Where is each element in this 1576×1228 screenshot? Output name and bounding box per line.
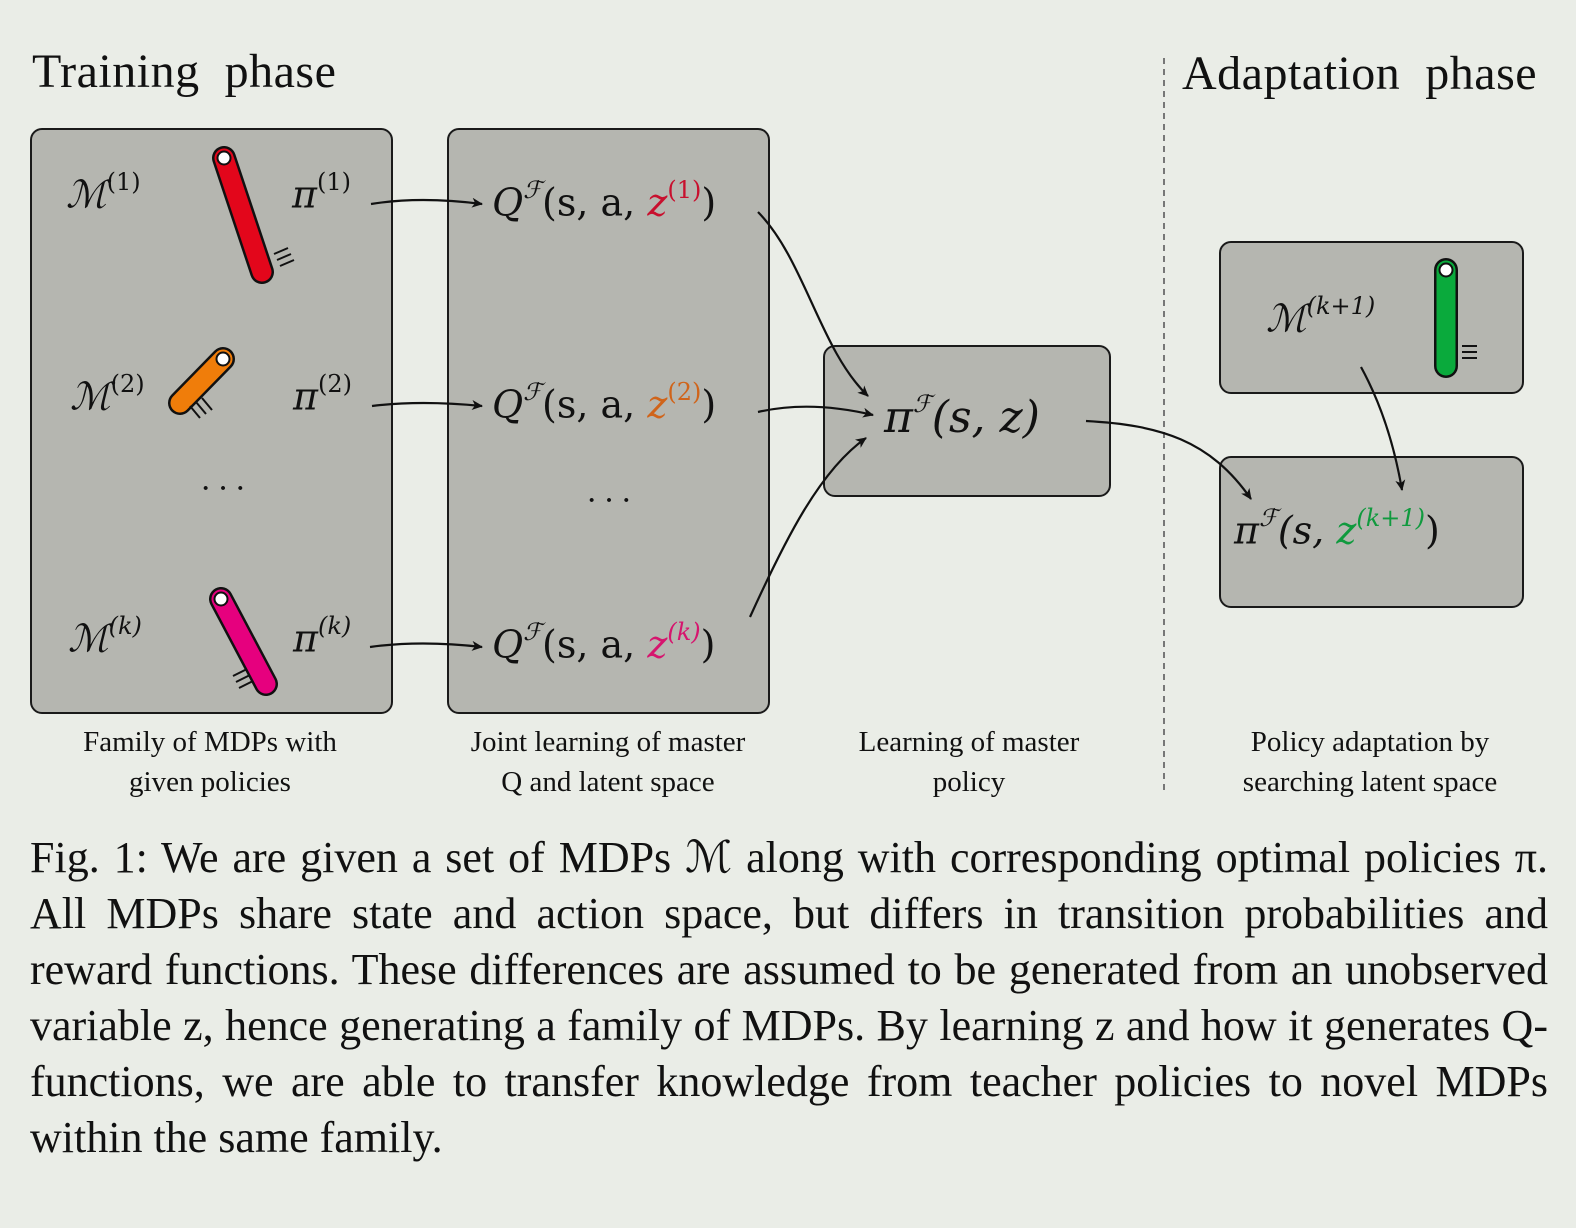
arrow-icon xyxy=(748,437,867,618)
pendulum-icon xyxy=(1434,258,1477,378)
arrow-icon xyxy=(369,640,483,651)
mdp-2: ℳ(2) xyxy=(70,370,145,419)
pendulum-icon xyxy=(168,347,235,419)
arrow-icon xyxy=(371,400,483,411)
mdp-1: ℳ(1) xyxy=(66,168,141,217)
mdp-ellipsis: ··· xyxy=(200,470,252,507)
joint-learning-box xyxy=(447,128,770,714)
master-policy-box xyxy=(823,345,1111,497)
adapted-policy-box xyxy=(1219,456,1524,608)
figure-caption: Fig. 1: We are given a set of MDPs ℳ alo… xyxy=(30,833,1548,1162)
adapted-policy: πℱ(s, z(k+1)) xyxy=(1234,504,1440,553)
arrow-icon xyxy=(1360,366,1406,491)
q-function-1: Qℱ(s, a, z(1)) xyxy=(492,176,717,225)
master-policy: πℱ(s, z) xyxy=(884,390,1040,443)
new-mdp: ℳ(k+1) xyxy=(1266,292,1376,341)
arrow-icon xyxy=(370,197,483,208)
pendulum-icon xyxy=(212,146,295,284)
policy-2: π(2) xyxy=(293,370,352,419)
policy-1: π(1) xyxy=(292,168,351,217)
q-function-k: Qℱ(s, a, z(k)) xyxy=(492,618,716,667)
q-ellipsis: ··· xyxy=(586,482,638,519)
arrow-icon xyxy=(1085,419,1252,500)
adaptation-phase-title: Adaptation phase xyxy=(1182,47,1538,100)
training-mdp-box xyxy=(30,128,393,714)
mdp-k: ℳ(k) xyxy=(68,612,142,661)
policy-k: π(k) xyxy=(293,612,352,661)
arrow-icon xyxy=(757,405,874,418)
q-function-2: Qℱ(s, a, z(2)) xyxy=(492,378,717,427)
arrow-icon xyxy=(757,211,869,397)
training-phase-title: Training phase xyxy=(32,45,337,98)
new-mdp-box xyxy=(1219,241,1524,394)
pendulum-icon xyxy=(209,587,278,696)
